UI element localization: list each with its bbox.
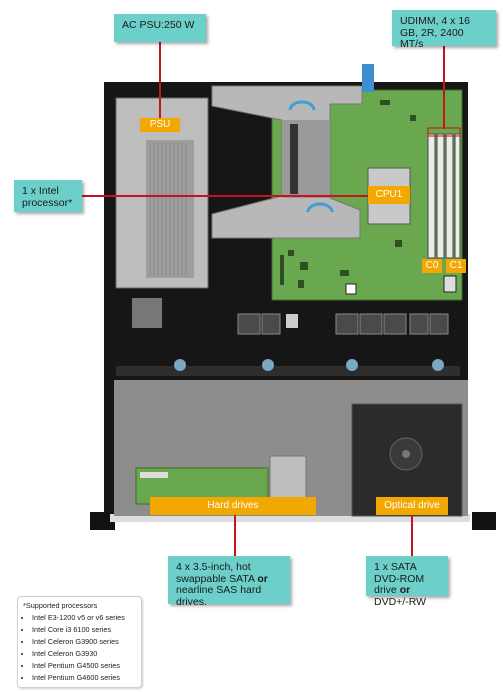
- chassis-ear-left: [90, 512, 115, 530]
- notes-heading: *Supported processors: [23, 601, 98, 610]
- optical-callout: 1 x SATA DVD-ROM drive or DVD+/-RW: [366, 556, 448, 607]
- leader-hard-drives: [234, 514, 236, 560]
- optical-callout-text: 1 x SATA DVD-ROM drive: [374, 561, 425, 596]
- optical-drive-tag: Optical drive: [376, 497, 448, 515]
- hard-drives-tag: Hard drives: [150, 497, 316, 515]
- hard-drives-callout-text: 4 x 3.5-inch, hot swappable SATA: [176, 561, 258, 585]
- hard-drives-callout-tail: nearline SAS hard drives.: [176, 584, 262, 608]
- notes-item: Intel Celeron G3930: [32, 648, 136, 660]
- notes-item: Intel Pentium G4500 series: [32, 660, 136, 672]
- notes-item: Intel Pentium G4600 series: [32, 672, 136, 684]
- supported-processors-note: *Supported processors Intel E3-1200 v5 o…: [17, 596, 142, 688]
- optical-callout-tail: DVD+/-RW: [374, 595, 427, 608]
- leader-optical: [411, 514, 413, 560]
- leader-psu: [159, 42, 161, 122]
- memory-callout: UDIMM, 4 x 16 GB, 2R, 2400 MT/s: [392, 10, 496, 50]
- notes-item: Intel Core i3 6100 series: [32, 624, 136, 636]
- hard-drives-callout-or: or: [257, 572, 268, 585]
- leader-memory: [443, 45, 445, 129]
- notes-item: Intel E3-1200 v5 or v6 series: [32, 612, 136, 624]
- leader-processor: [80, 195, 370, 197]
- chassis-ear-right: [472, 512, 496, 530]
- front-bezel: [110, 514, 470, 522]
- fan-module: [237, 313, 261, 335]
- processor-callout: 1 x Intel processor*: [14, 180, 82, 212]
- c0-tag: C0: [422, 259, 442, 273]
- notes-list: Intel E3-1200 v5 or v6 series Intel Core…: [23, 612, 136, 684]
- dimm-slots: [427, 133, 461, 259]
- hard-drives-callout: 4 x 3.5-inch, hot swappable SATA or near…: [168, 556, 290, 607]
- psu-tag: PSU: [140, 118, 180, 132]
- cpu-tag: CPU1: [368, 186, 410, 204]
- optical-callout-or: or: [399, 584, 411, 596]
- c1-tag: C1: [446, 259, 466, 273]
- psu-callout: AC PSU:250 W: [114, 14, 206, 42]
- notes-item: Intel Celeron G3900 series: [32, 636, 136, 648]
